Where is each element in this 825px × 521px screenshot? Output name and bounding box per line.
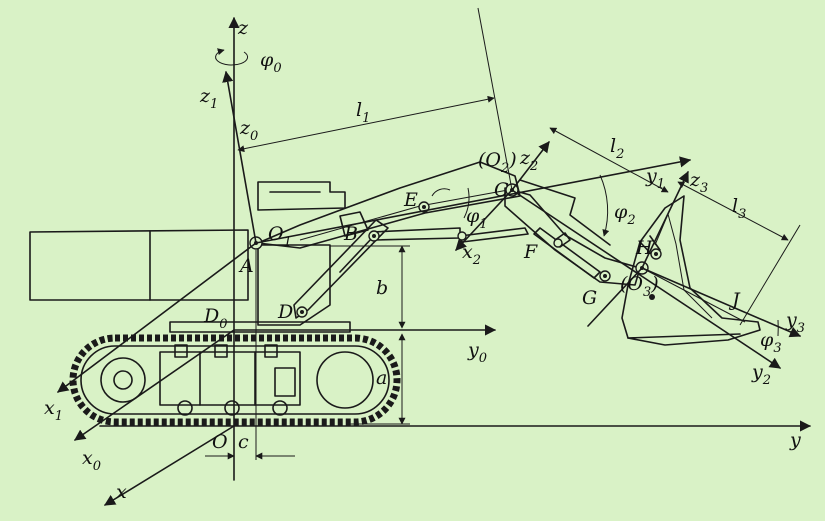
label-x1: x1 (44, 397, 63, 424)
labels: z φ0 z1 z0 l1 z2 (O2) C l2 y1 z3 E φ1 φ2… (44, 17, 805, 503)
stick-cylinder (371, 227, 529, 243)
label-D: D (277, 301, 293, 323)
label-z3: z3 (689, 169, 708, 196)
stick-arm (504, 179, 641, 286)
label-c: c (238, 431, 249, 453)
crawler-track (69, 334, 401, 426)
label-D0: D0 (203, 305, 228, 332)
label-A: A (238, 255, 254, 277)
label-z0: z0 (239, 117, 258, 144)
label-J: J (728, 289, 741, 311)
label-l2: l2 (610, 135, 624, 162)
label-O: O (212, 431, 228, 453)
label-phi3: φ3 (760, 329, 782, 356)
label-y1: y1 (645, 165, 665, 192)
label-O1: O1 (268, 223, 292, 250)
dimension-lines (205, 95, 789, 460)
label-phi2: φ2 (614, 201, 636, 228)
label-z: z (237, 17, 249, 39)
label-O2: (O2) (478, 149, 517, 176)
label-a: a (376, 367, 387, 389)
label-b: b (376, 277, 388, 299)
label-O3: (O3) (620, 273, 659, 300)
label-y0: y0 (467, 339, 487, 366)
label-y2: y2 (751, 361, 771, 388)
label-E: E (403, 189, 418, 211)
label-F: F (523, 241, 538, 263)
label-l1: l1 (356, 99, 370, 126)
label-y3: y3 (785, 309, 805, 336)
label-G: G (582, 287, 597, 309)
label-x2: x2 (462, 241, 481, 268)
excavator-body (29, 181, 351, 333)
label-z2: z2 (519, 147, 538, 174)
label-y: y (789, 429, 801, 451)
label-C: C (494, 179, 509, 201)
label-B: B (343, 223, 358, 245)
label-x0: x0 (82, 447, 101, 474)
label-phi0: φ0 (260, 49, 282, 76)
label-phi1: φ1 (466, 205, 488, 232)
coordinate-frames (57, 7, 812, 506)
label-z1: z1 (199, 85, 218, 112)
bucket-cylinder (533, 227, 601, 279)
label-l3: l3 (732, 195, 746, 222)
label-x: x (116, 481, 127, 503)
label-H: H (635, 237, 653, 259)
